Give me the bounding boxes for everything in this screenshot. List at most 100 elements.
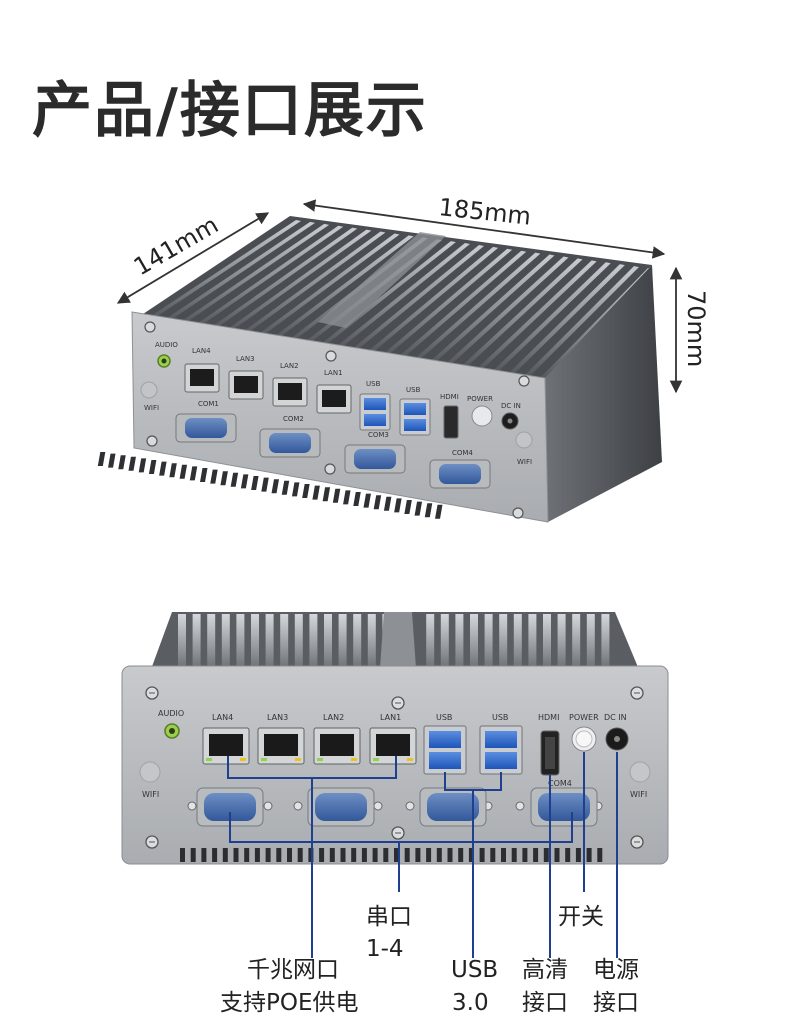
heatsink-fin	[251, 614, 259, 670]
vent-slot	[511, 848, 517, 862]
com-port-frame	[344, 444, 406, 474]
vent-slot	[332, 488, 341, 503]
heatsink-fin	[455, 614, 464, 670]
heatsink-ridge	[380, 612, 416, 668]
vent-slot	[575, 848, 581, 862]
screw	[145, 835, 159, 849]
dimension-length: 185mm	[437, 193, 532, 231]
vent-slot	[244, 848, 250, 862]
vent-slot	[533, 848, 539, 862]
label-com2: COM2	[283, 415, 304, 423]
vent-slot	[447, 848, 453, 862]
callout-lan-line1: 千兆网口	[247, 957, 339, 983]
front-label-audio: AUDIO	[158, 709, 184, 718]
heatsink-fin	[430, 254, 555, 363]
callout-lines	[227, 752, 618, 958]
heatsink-fin	[221, 614, 230, 670]
heatsink-fin	[336, 243, 470, 348]
heatsink-fin	[383, 248, 513, 355]
lan-led	[351, 758, 357, 761]
vent-slot	[458, 848, 464, 862]
com-screw	[263, 801, 273, 811]
vent-slot	[128, 456, 136, 471]
vent-slot	[308, 848, 314, 862]
screw	[518, 375, 530, 387]
lan-led	[240, 758, 246, 761]
screw	[146, 435, 158, 447]
callout-lan-line2: 支持POE供电	[220, 990, 359, 1016]
vent-slot	[361, 848, 367, 862]
usb-ports-top	[359, 393, 431, 436]
lan-port	[313, 727, 361, 765]
heatsink-fin	[265, 614, 274, 670]
heatsink-fin	[236, 614, 245, 670]
com-screw	[515, 801, 525, 811]
screw	[145, 686, 159, 700]
vent-slot	[287, 848, 292, 862]
heatsink-fin	[353, 614, 362, 670]
lan-led	[295, 758, 301, 761]
heatsink-fin	[528, 614, 537, 670]
front-label-hdmi: HDMI	[538, 713, 559, 722]
vent-slot	[265, 848, 271, 862]
lan-port	[369, 727, 417, 765]
vent-slot	[586, 848, 592, 862]
front-label-wifi-right: WIFI	[630, 790, 647, 799]
front-label-usb-2: USB	[492, 713, 508, 722]
screw	[391, 826, 405, 840]
com-screw	[405, 801, 415, 811]
power-button-front	[571, 726, 597, 752]
heatsink-fin	[524, 266, 639, 377]
vent-slot	[240, 474, 249, 489]
lan-port-socket	[264, 734, 298, 756]
heatsink-fin	[508, 264, 625, 375]
vent-slot	[230, 472, 239, 487]
heatsink-fin	[320, 241, 456, 346]
lan-port-socket	[320, 734, 354, 756]
heatsink-fin	[414, 252, 541, 360]
vent-slot	[353, 492, 361, 506]
heatsink-fin	[257, 233, 400, 336]
front-label-lan3: LAN3	[267, 713, 288, 722]
vent-slot	[426, 848, 432, 862]
lan-port-socket	[190, 369, 214, 386]
com-screw	[483, 801, 493, 811]
screw	[512, 507, 524, 519]
heatsink-fin	[273, 235, 414, 339]
vent-slot	[312, 485, 320, 500]
label-hdmi: HDMI	[440, 393, 459, 401]
vent-slot	[108, 453, 116, 468]
com-port	[204, 793, 256, 821]
heatsink-fin	[304, 239, 442, 343]
vent-slot	[329, 848, 335, 862]
heatsink-fin	[499, 614, 508, 670]
heatsink-fin	[148, 220, 301, 319]
label-wifi-right: WIFI	[517, 458, 532, 466]
hdmi-port-front	[540, 730, 560, 776]
lan-port	[202, 727, 250, 765]
vent-slot	[340, 848, 346, 862]
vent-slot	[222, 848, 228, 862]
screw	[144, 321, 156, 333]
front-label-lan2: LAN2	[323, 713, 344, 722]
hdmi-port-top	[443, 405, 459, 439]
vent-slot	[522, 848, 528, 862]
vent-slot	[138, 458, 147, 473]
callout-usb-line1: USB	[451, 957, 498, 983]
front-label-power: POWER	[569, 713, 599, 722]
front-label-com4: COM4	[548, 779, 572, 788]
vent-slot	[363, 493, 371, 508]
lan-port	[316, 384, 352, 414]
com-port	[269, 433, 311, 453]
callout-usb-line2: 3.0	[452, 990, 489, 1016]
vent-slot	[468, 848, 474, 862]
com-screw	[293, 801, 303, 811]
vent-slot	[201, 848, 207, 862]
com-port	[315, 793, 367, 821]
front-label-usb-1: USB	[436, 713, 452, 722]
vent-slot	[343, 490, 351, 505]
heatsink-ridge	[318, 232, 446, 328]
com-port	[354, 449, 396, 469]
front-label-wifi-left: WIFI	[142, 790, 159, 799]
